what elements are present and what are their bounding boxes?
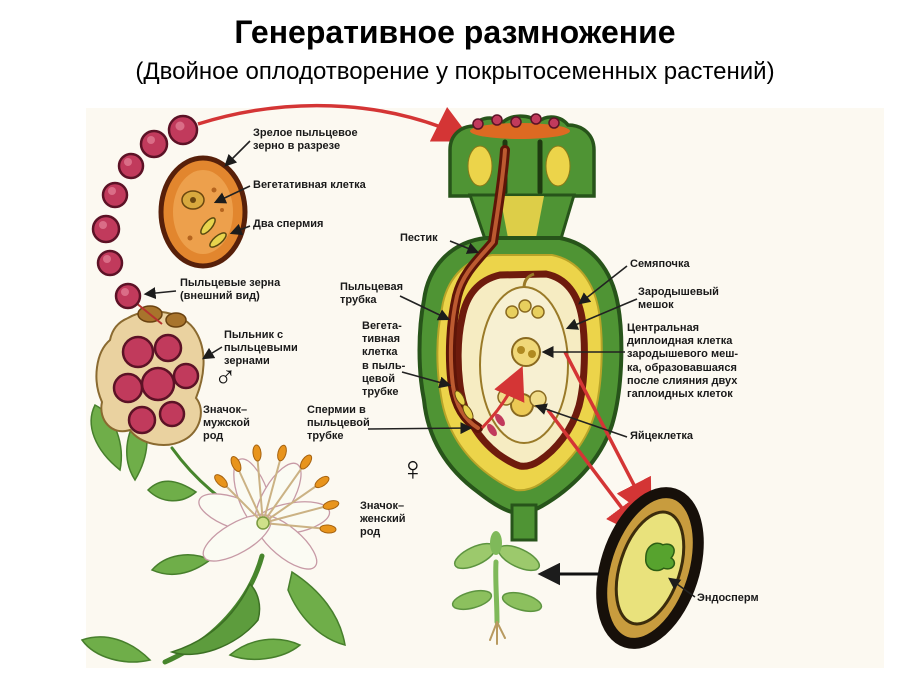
- pollination-arrow: [197, 103, 473, 142]
- label-ovule: Семяпочка: [630, 258, 690, 270]
- label-embryo-sac: Зародышевый мешок: [638, 286, 719, 312]
- stigma-surface: [470, 123, 570, 139]
- label-egg-cell: Яйцеклетка: [630, 430, 694, 442]
- pollen-grain-chain: [91, 114, 199, 325]
- label-male-sign: Значок– мужской род: [203, 404, 250, 443]
- ovary-base: [510, 503, 538, 542]
- label-vegetative-cell: Вегетативная клетка: [253, 179, 366, 191]
- flower: [198, 444, 340, 570]
- embryo-shape: [645, 542, 676, 572]
- label-pollen-grains-external: Пыльцевые зерна (внешний вид): [180, 277, 281, 303]
- page-subtitle: (Двойное оплодотворение у покрытосеменны…: [135, 58, 775, 85]
- label-endosperm: Эндосперм: [697, 592, 759, 604]
- male-symbol: ♂: [214, 360, 237, 393]
- label-pistil: Пестик: [400, 232, 438, 244]
- two-sperm-shapes: [200, 217, 227, 248]
- pollen-tube-shape: [445, 145, 510, 433]
- label-vegetative-cell-in-tube: Вегета- тивная клетка в пыль- цевой труб…: [362, 320, 406, 398]
- seedling: [451, 531, 543, 645]
- label-leader-lines: [143, 140, 696, 598]
- label-pollen-tube: Пыльцевая трубка: [340, 281, 404, 307]
- mature-pollen-grain-section: [158, 155, 248, 269]
- label-central-cell: Центральная диплоидная клетка зародышево…: [627, 322, 739, 400]
- central-diploid-cell: [511, 337, 541, 367]
- stamen-anthers: [214, 444, 340, 534]
- anther-with-pollen-grains: [95, 305, 205, 446]
- pollen-in-anther: [112, 333, 200, 435]
- female-symbol: ♀: [400, 450, 426, 488]
- pollen-on-stigma: [472, 113, 560, 130]
- label-two-sperm: Два спермия: [253, 218, 324, 230]
- page-title: Генеративное размножение: [234, 14, 676, 50]
- label-sperm-in-tube: Спермии в пыльцевой трубке: [307, 404, 370, 443]
- stamen-filaments: [220, 452, 332, 530]
- seed-with-endosperm: [596, 487, 704, 649]
- label-mature-pollen-grain: Зрелое пыльцевое зерно в разрезе: [253, 127, 358, 153]
- label-female-sign: Значок– женский род: [360, 500, 406, 539]
- label-anther-with-pollen: Пыльник с пыльцевыми зернами: [224, 329, 298, 368]
- antipodal-cells: [505, 299, 545, 319]
